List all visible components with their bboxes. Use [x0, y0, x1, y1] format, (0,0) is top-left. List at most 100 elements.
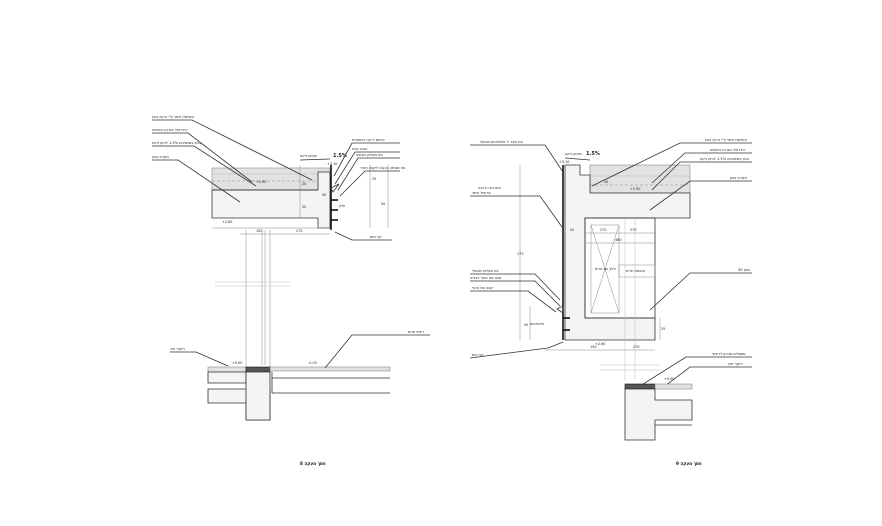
leader-line: [591, 142, 752, 187]
drawing-label: שיפוע ניקוז: [565, 152, 582, 156]
drawing-label: ריצוף פנים: [408, 330, 424, 334]
drawing-label: 175: [517, 252, 523, 256]
drawing-label: פח מגולוון כהגנה לקצה הקיר: [360, 166, 406, 170]
drawing-label: איטום יריעה ביטומנית: [352, 138, 385, 142]
drawing-label: חלון עם תריס: [595, 267, 616, 271]
drawing-stroke: [299, 158, 331, 161]
drawing-label: קצה פח נוטף לבנייה: [470, 276, 502, 280]
detail-left: 20 50 25 50 150 270 30 +2.90 +2.60 +3.10…: [152, 115, 430, 466]
drawing-stroke: [654, 383, 693, 390]
leader-line: [651, 161, 752, 191]
leader-line: [152, 145, 257, 187]
leader-line: [170, 351, 229, 367]
drawing-label: ריצוף חוץ: [170, 347, 185, 351]
threshold: [245, 366, 271, 373]
drawing-label: +3.10: [559, 160, 569, 164]
drawing-label: 270: [296, 229, 302, 233]
drawing-label: תקרת בטון: [730, 176, 747, 180]
drawing-stroke: [207, 366, 247, 373]
drawing-label: מערכת הרכבה: [478, 186, 501, 190]
roof-finish-layers: [211, 167, 331, 191]
drawing-label: 270: [633, 345, 639, 349]
detail-right: חלון עם תריס קופסת תריס אלומיניום 25 270…: [469, 138, 752, 466]
drawing-label: 150: [590, 345, 596, 349]
drawing-label: חתך מעקה 8: [300, 461, 326, 466]
drawing-label: אף מים: [370, 235, 382, 239]
drawing-label: השלמת חיפוי ע"י גרעין בטון: [705, 138, 748, 142]
drawing-label: חלון: [339, 204, 346, 208]
drawing-stroke: [618, 264, 656, 278]
leader-line: [152, 119, 313, 181]
leader-line: [324, 334, 430, 369]
drawing-label: פרופיל חיפוי: [472, 191, 491, 195]
leader-line: [470, 273, 561, 301]
drawing-label: 25: [661, 327, 665, 331]
drawing-label: -0.03: [308, 361, 317, 365]
leader-line: [334, 231, 392, 241]
drawing-stroke: [269, 366, 391, 372]
leader-line: [651, 152, 752, 184]
drawing-stroke: [330, 183, 340, 193]
drawing-label: 20: [302, 182, 306, 186]
drawing-label: +0.00: [664, 377, 674, 381]
drawing-stroke: [590, 224, 620, 314]
leader-line: [649, 272, 752, 311]
leader-line: [339, 170, 400, 197]
drawing-label: אף מים: [472, 353, 484, 357]
drawing-label: ריצוף חוץ: [728, 362, 743, 366]
drawing-stroke: [624, 388, 693, 441]
drawing-stroke: [245, 371, 271, 421]
drawing-stroke: [207, 371, 247, 384]
leader-line: [649, 180, 752, 211]
drawing-label: בטון 30: [738, 268, 750, 272]
leader-line: [470, 290, 557, 313]
drawing-label: 30: [322, 193, 326, 197]
drawing-label: 150: [256, 229, 262, 233]
leader-line: [470, 195, 563, 228]
drawing-label: תקרת בטון: [152, 155, 169, 159]
drawing-label: 270: [630, 228, 636, 232]
drawing-label: פח חפוי + אלומיניום מכופף: [480, 140, 523, 144]
drawing-label: +2.60: [222, 220, 232, 224]
drawing-label: חתך מעקה 9: [676, 461, 702, 466]
drawing-label: 1.5%: [586, 151, 600, 157]
leader-line: [470, 144, 564, 173]
drawing-label: 460: [615, 238, 621, 242]
leader-line: [470, 280, 561, 307]
drawing-label: הגנה בפח: [352, 147, 368, 151]
drawing-label: 1.5%: [333, 153, 347, 159]
drawing-label: +2.90: [256, 180, 266, 184]
drawing-label: +0.00: [232, 361, 242, 365]
drawing-label: 50: [302, 205, 306, 209]
drawing-stroke: [564, 157, 591, 161]
drawing-label: +2.90: [630, 187, 640, 191]
drawing-label: אלומיניום: [530, 322, 545, 326]
concrete-structure: [564, 164, 691, 341]
drawing-label: הידראול אגרגט בשיפוע: [152, 128, 188, 132]
drawing-label: 270: [600, 228, 606, 232]
drawing-label: פח מגולוון מכופף: [356, 153, 383, 157]
leader-line: [664, 366, 752, 387]
drawing-label: קצה פח נוטף: [472, 286, 493, 290]
drawing-label: 25: [372, 177, 376, 181]
drawing-label: בטון בשיפועים 1.5% לכיוון ניקוז: [700, 157, 749, 161]
drawing-stroke: [556, 305, 564, 314]
leader-line: [333, 142, 400, 177]
leader-line: [639, 356, 752, 387]
drawing-label: בטון בשיפועים 1.5% לכיוון ניקוז: [152, 141, 201, 145]
drawing-label: שיפוע ניקוז: [300, 154, 317, 158]
drawing-label: 25: [570, 228, 574, 232]
drawing-label: פח מגולוון מכופף: [472, 269, 499, 273]
leader-line: [152, 132, 253, 183]
drawing-label: הידראול אגרגט בשיפוע: [710, 148, 746, 152]
leader-line: [469, 341, 564, 359]
drawing-label: +2.60: [595, 342, 605, 346]
drawing-label: +3.10: [327, 162, 337, 166]
leader-line: [337, 157, 400, 191]
drawing-label: 50: [381, 202, 385, 206]
leader-line: [152, 159, 241, 203]
drawing-label: 30: [604, 180, 608, 184]
drawing-label: 50: [524, 323, 528, 327]
